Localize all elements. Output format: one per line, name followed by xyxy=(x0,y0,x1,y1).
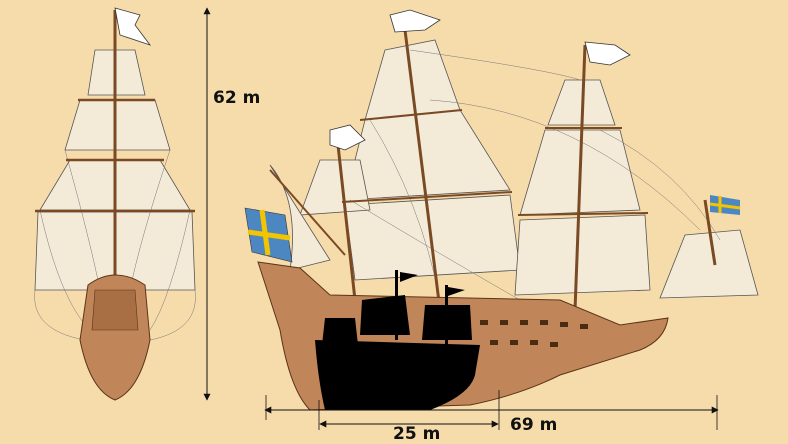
comparison-ship-silhouette xyxy=(315,270,480,410)
flag-icon xyxy=(114,7,152,46)
comparison-length-label: 25 m xyxy=(393,424,441,444)
flag-icon xyxy=(329,124,366,151)
height-label: 62 m xyxy=(213,88,261,108)
length-label: 69 m xyxy=(510,415,558,435)
flag-icon xyxy=(389,9,441,33)
front-view-ship xyxy=(34,7,196,401)
flag-icon xyxy=(584,41,631,66)
swedish-flag-icon xyxy=(244,195,741,263)
